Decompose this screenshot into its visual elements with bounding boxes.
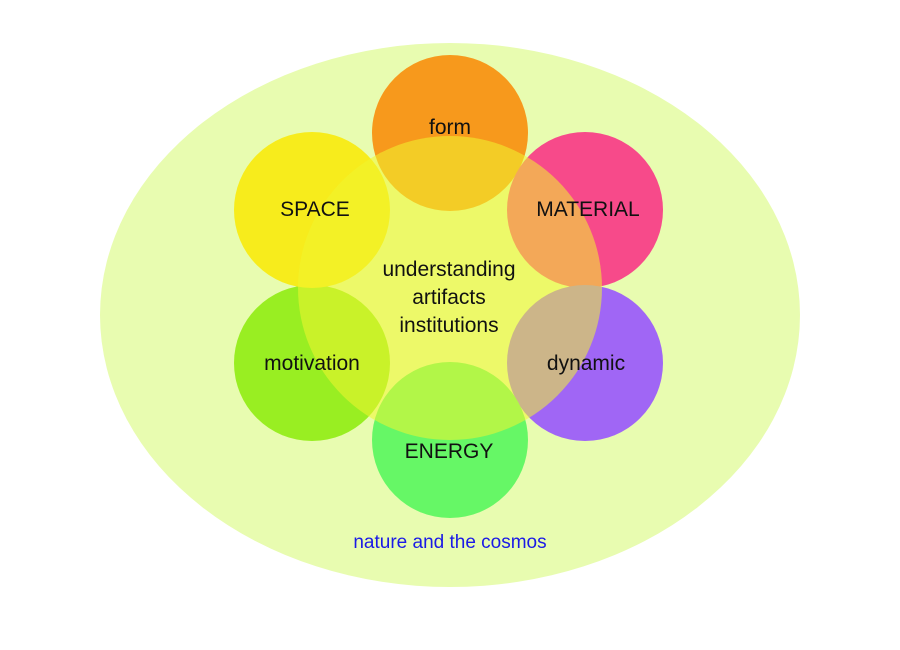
center-line-2: artifacts (412, 286, 486, 309)
label-material: MATERIAL (536, 198, 639, 221)
label-space: SPACE (280, 198, 350, 221)
center-circle (298, 136, 602, 440)
label-energy: ENERGY (405, 440, 494, 463)
label-form: form (429, 116, 471, 139)
label-nature-cosmos: nature and the cosmos (353, 532, 546, 553)
label-dynamic: dynamic (547, 352, 625, 375)
center-line-3: institutions (399, 314, 498, 337)
label-motivation: motivation (264, 352, 360, 375)
center-line-1: understanding (382, 258, 515, 281)
